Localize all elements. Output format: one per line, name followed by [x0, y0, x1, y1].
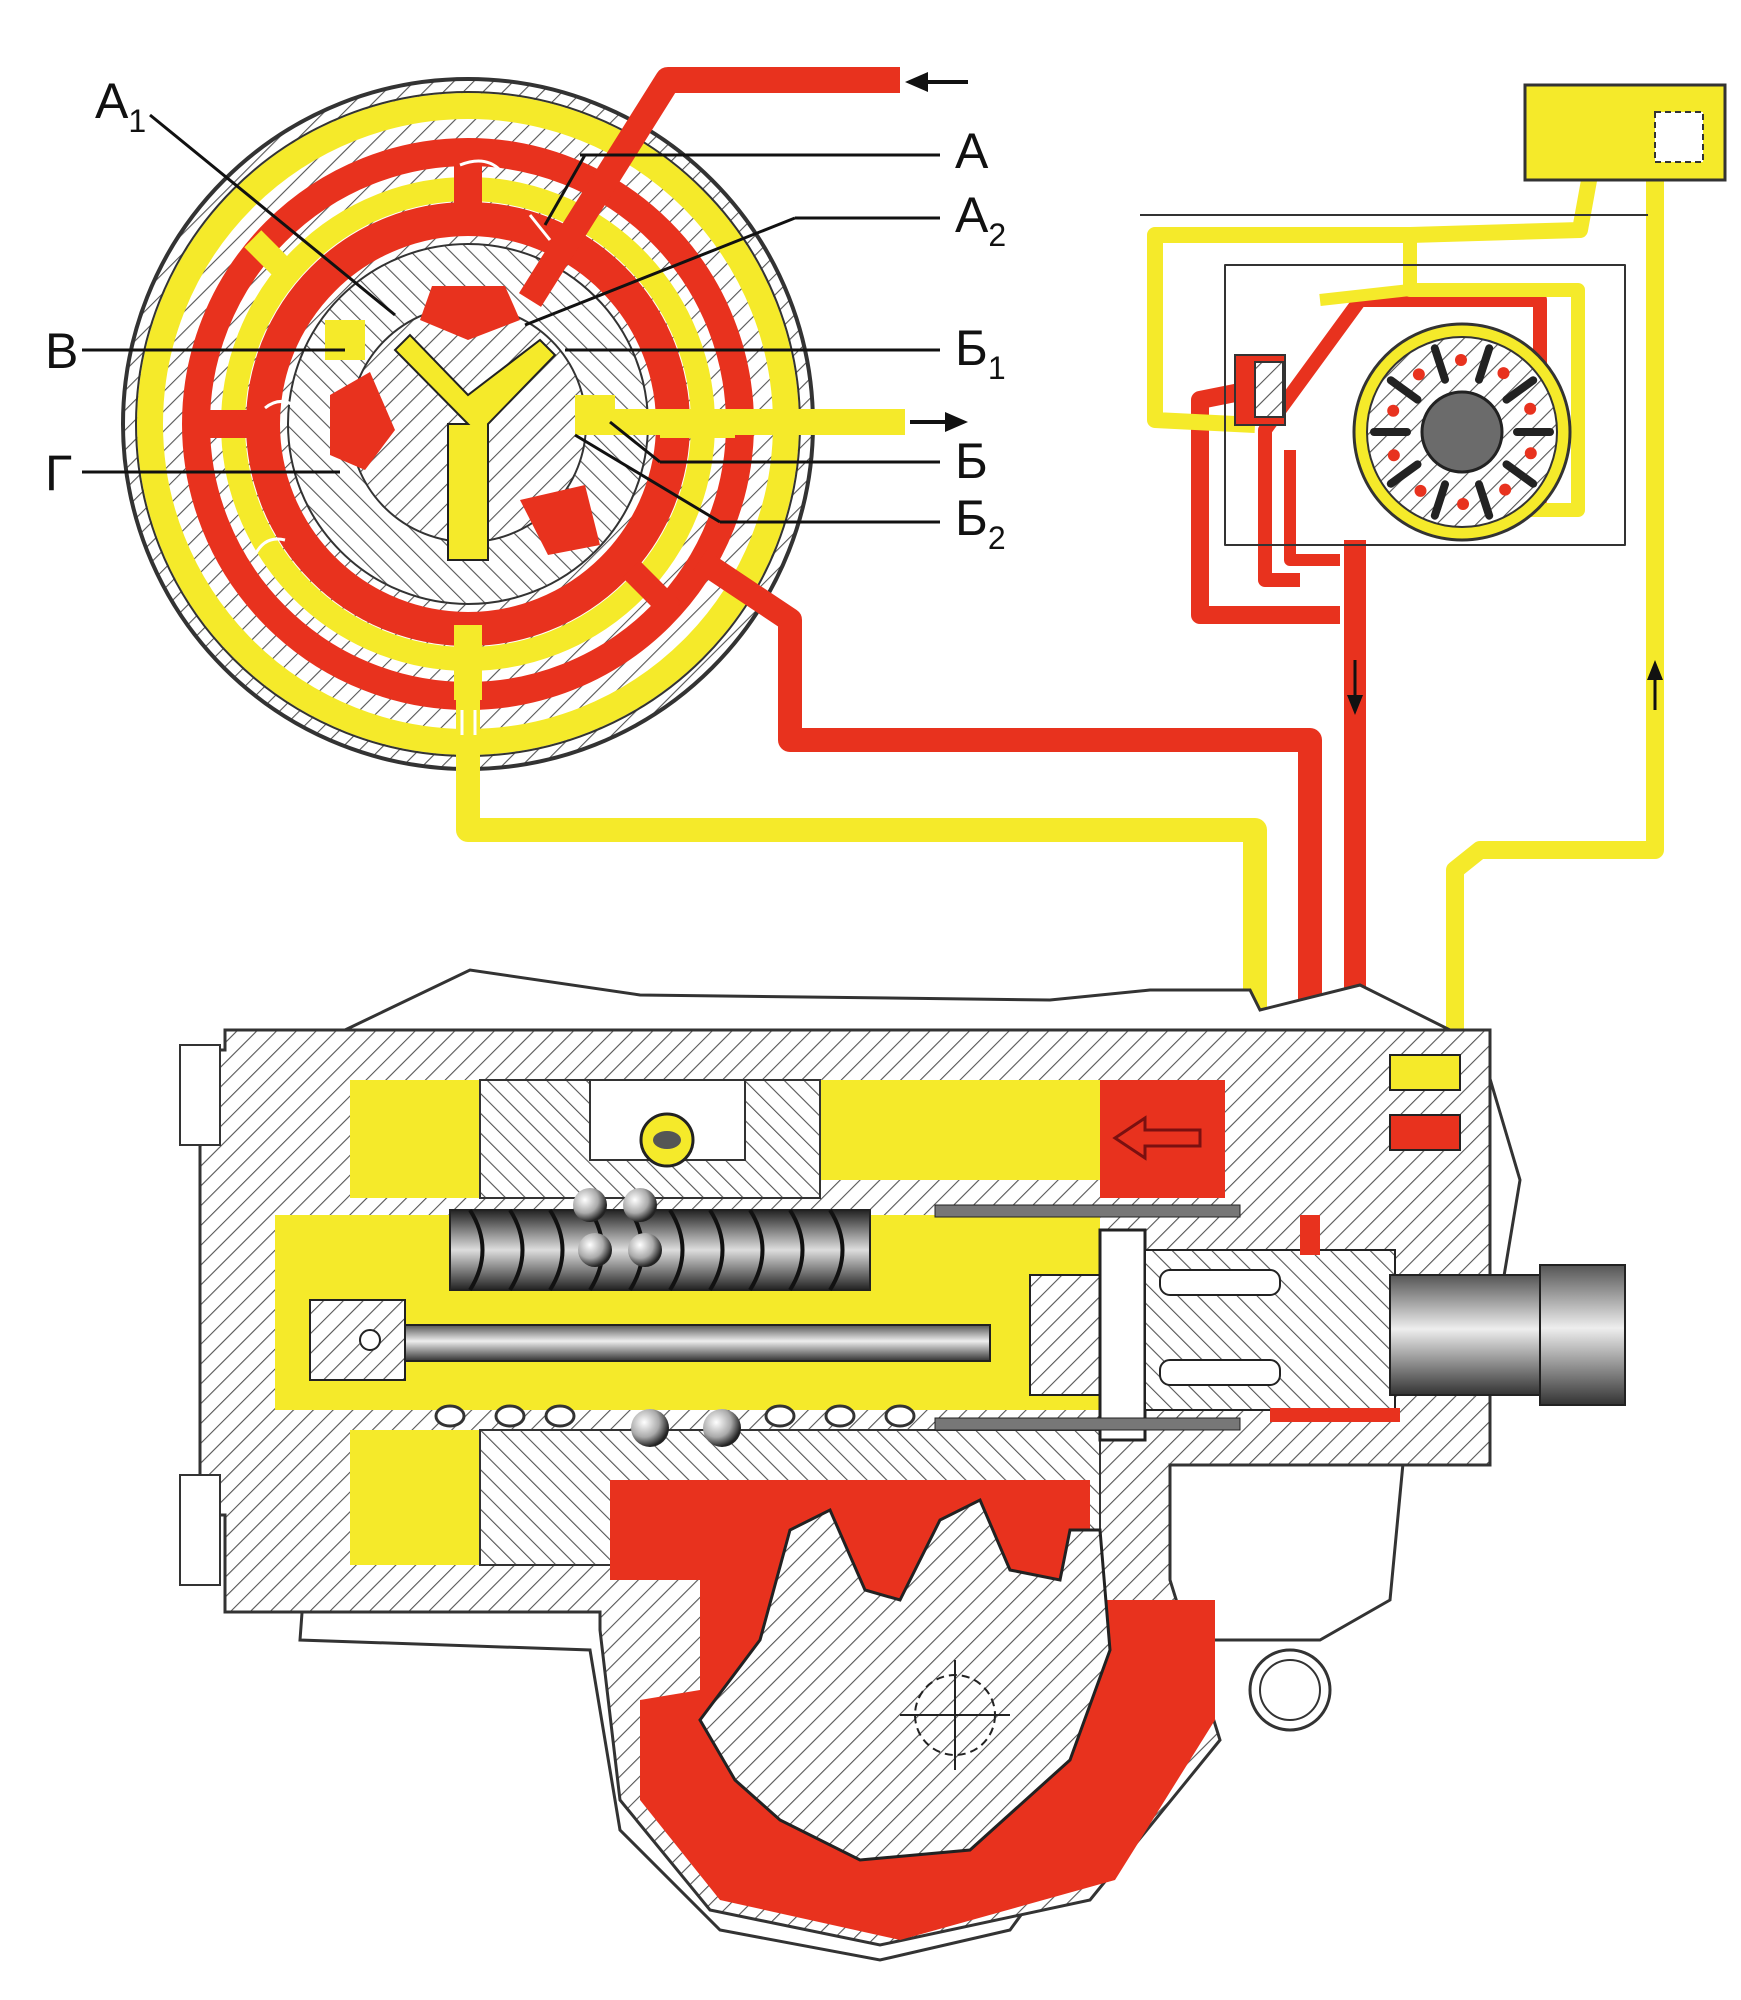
pressure-relief-valve	[1234, 354, 1286, 426]
pump-vane	[1502, 376, 1538, 404]
pump-chamber-dot	[1524, 447, 1537, 460]
inlet-arrow-icon	[905, 72, 968, 92]
pump	[1352, 322, 1572, 542]
pump-flow-down-icon	[1347, 660, 1363, 715]
input-shaft	[1389, 1274, 1541, 1396]
label-a2: А2	[955, 187, 1006, 253]
label-a: А	[955, 123, 989, 179]
pump-chamber-dot	[1457, 497, 1470, 510]
return-flow-up-icon	[1647, 660, 1663, 710]
pump-vane	[1502, 460, 1538, 488]
pump-chamber-dot	[1414, 484, 1427, 497]
label-g: Г	[45, 445, 72, 501]
torsion-bar	[399, 1324, 991, 1362]
label-b: Б	[955, 433, 988, 489]
flow-arrows	[460, 72, 1663, 735]
pump-vane	[1386, 376, 1422, 404]
labels: А1 А А2 В Б1 Г Б Б2	[45, 73, 1006, 556]
label-a1: А1	[95, 73, 146, 139]
outlet-arrow-icon	[910, 412, 968, 432]
inlet-pressure-line	[518, 67, 900, 307]
pump-chamber-dot	[1387, 404, 1400, 417]
pump-chamber-dot	[1412, 368, 1425, 381]
steering-gear	[179, 968, 1626, 1962]
pump-vane	[1430, 344, 1450, 384]
recirculating-balls	[573, 1188, 741, 1447]
pump-vane	[1386, 460, 1422, 488]
pump-chamber-dot	[1387, 449, 1400, 462]
pump-vanes	[1370, 344, 1554, 520]
pump-chamber-dot	[1497, 367, 1510, 380]
cylinder-left-chamber-upper	[350, 1080, 480, 1198]
pump-chamber-dot	[1454, 354, 1467, 367]
label-b2: Б2	[955, 490, 1006, 556]
pump-vane	[1474, 480, 1494, 520]
cylinder-right-pressure-chamber	[1100, 1080, 1225, 1198]
pump-chamber-dot	[1524, 402, 1537, 415]
sector-gear	[698, 1497, 1112, 1862]
pump-vane	[1474, 344, 1494, 384]
label-v: В	[45, 323, 78, 379]
valve-bottom-flow-icon	[460, 710, 477, 735]
valve-flow-arrows	[253, 159, 552, 556]
cylinder-left-chamber-lower	[350, 1430, 480, 1565]
pump-vane	[1430, 480, 1450, 520]
reservoir	[1523, 83, 1727, 182]
leader-lines	[82, 113, 940, 524]
label-b1: Б1	[955, 320, 1006, 386]
pump-chamber-dot	[1499, 483, 1512, 496]
valve-return-y-channel	[393, 333, 557, 561]
piston-force-arrow	[1112, 1115, 1202, 1161]
pump-rotor-center	[1420, 390, 1504, 474]
